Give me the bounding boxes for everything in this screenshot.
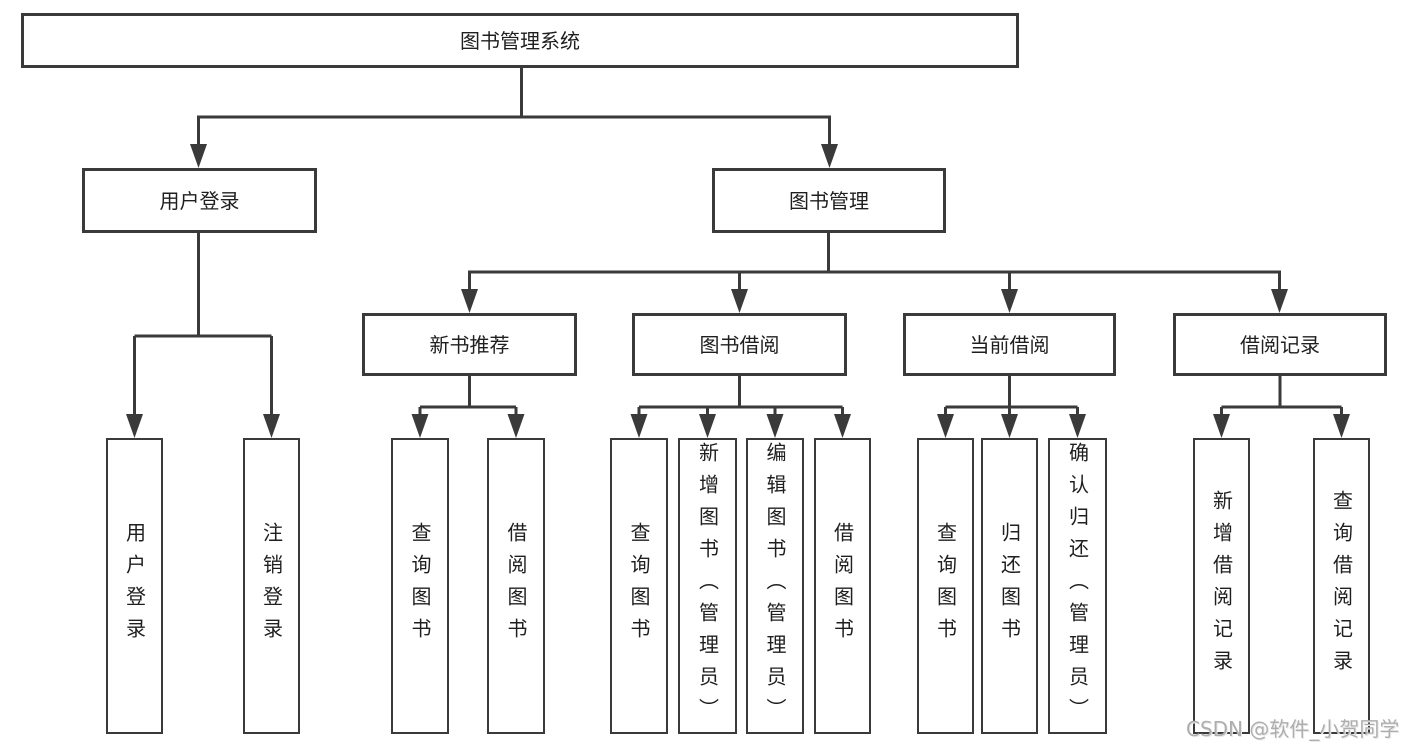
leaf-label: 查询借阅记录 xyxy=(1329,490,1354,682)
node-label: 当前借阅 xyxy=(969,332,1050,357)
leaf-logout: 注销登录 xyxy=(243,438,300,734)
leaf-user-login: 用户登录 xyxy=(106,438,163,734)
leaf-query-books-borrow: 查询图书 xyxy=(610,438,668,734)
leaf-borrow-books-recommend: 借阅图书 xyxy=(487,438,545,734)
leaf-label: 查询图书 xyxy=(933,522,958,650)
leaf-label: 编辑图书（管理员） xyxy=(763,442,787,730)
leaf-label: 用户登录 xyxy=(122,522,147,650)
node-book-management: 图书管理 xyxy=(712,168,946,233)
node-label: 借阅记录 xyxy=(1240,332,1320,357)
node-label: 图书借阅 xyxy=(699,332,780,357)
leaf-label: 借阅图书 xyxy=(830,522,855,650)
leaf-label: 注销登录 xyxy=(259,522,284,650)
leaf-borrow-books: 借阅图书 xyxy=(814,438,871,734)
leaf-label: 确认归还（管理员） xyxy=(1065,442,1090,730)
leaf-query-books-current: 查询图书 xyxy=(917,438,974,734)
leaf-return-books: 归还图书 xyxy=(981,438,1038,734)
leaf-query-borrow-record: 查询借阅记录 xyxy=(1313,438,1370,734)
leaf-add-books-admin: 新增图书（管理员） xyxy=(678,438,737,734)
node-library-management-system: 图书管理系统 xyxy=(21,13,1019,68)
leaf-add-borrow-record: 新增借阅记录 xyxy=(1193,438,1250,734)
leaf-label: 归还图书 xyxy=(997,522,1022,650)
node-borrowing-records: 借阅记录 xyxy=(1173,313,1387,376)
node-label: 用户登录 xyxy=(159,188,240,213)
leaf-label: 借阅图书 xyxy=(504,522,528,650)
leaf-label: 新增图书（管理员） xyxy=(695,442,720,730)
leaf-label: 查询图书 xyxy=(627,522,651,650)
node-label: 新书推荐 xyxy=(429,332,510,357)
node-user-login: 用户登录 xyxy=(82,168,317,233)
node-current-borrowing: 当前借阅 xyxy=(903,313,1116,376)
csdn-watermark: CSDN @软件_小贺同学 xyxy=(1186,717,1400,741)
leaf-label: 查询图书 xyxy=(408,522,432,650)
node-new-book-recommend: 新书推荐 xyxy=(362,313,577,376)
node-label: 图书管理 xyxy=(789,188,869,213)
leaf-query-books-recommend: 查询图书 xyxy=(391,438,449,734)
node-book-borrowing: 图书借阅 xyxy=(632,313,847,376)
leaf-confirm-return-admin: 确认归还（管理员） xyxy=(1048,438,1107,734)
leaf-label: 新增借阅记录 xyxy=(1209,490,1234,682)
node-label: 图书管理系统 xyxy=(460,28,580,53)
leaf-edit-books-admin: 编辑图书（管理员） xyxy=(746,438,804,734)
